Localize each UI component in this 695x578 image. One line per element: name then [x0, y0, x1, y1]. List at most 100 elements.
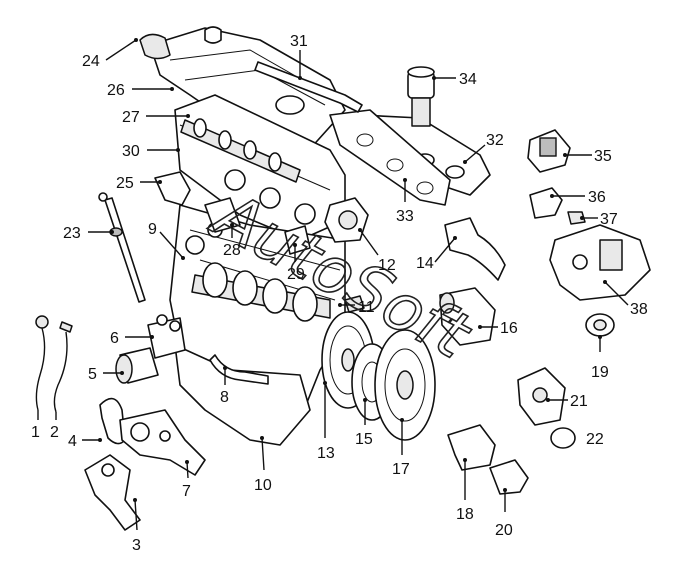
svg-text:10: 10 [254, 477, 272, 494]
sensor-with-wire-1 [35, 315, 49, 411]
callout-17: 17 [392, 418, 410, 478]
callout-19: 19 [591, 335, 609, 381]
sensor-29 [284, 225, 311, 255]
callout-6: 6 [110, 330, 154, 347]
callout-7: 7 [182, 460, 191, 500]
callout-16: 16 [478, 320, 518, 337]
svg-text:3: 3 [132, 537, 141, 554]
starter-motor [439, 287, 496, 346]
svg-text:25: 25 [116, 175, 134, 192]
callouts: 1 2 3 4 5 6 7 [31, 33, 648, 554]
svg-text:20: 20 [495, 522, 513, 539]
callout-34: 34 [432, 71, 477, 88]
callout-20: 20 [495, 488, 513, 539]
plug-37 [567, 211, 586, 225]
cylinder-head-cover [139, 26, 346, 161]
camshaft [180, 118, 301, 183]
oil-sump [174, 344, 311, 446]
water-hose [444, 217, 506, 281]
bushing-22 [550, 427, 576, 449]
vacuum-pump [324, 197, 369, 243]
svg-text:17: 17 [392, 461, 410, 478]
callout-31: 31 [290, 33, 308, 80]
svg-text:2: 2 [50, 424, 59, 441]
callout-23: 23 [63, 225, 114, 242]
callout-1: 1 [31, 410, 40, 441]
crankshaft [191, 262, 331, 322]
callout-30: 30 [122, 143, 180, 160]
callout-10: 10 [254, 436, 272, 494]
callout-22: 22 [586, 431, 604, 448]
svg-text:4: 4 [68, 433, 77, 450]
control-module [527, 129, 571, 173]
callout-21: 21 [546, 393, 588, 410]
breather-pipe [209, 354, 269, 385]
svg-text:11: 11 [358, 299, 375, 316]
bracket-18 [447, 424, 496, 471]
callout-9: 9 [148, 221, 185, 260]
svg-text:35: 35 [594, 148, 612, 165]
callout-27: 27 [122, 109, 190, 126]
svg-text:36: 36 [588, 189, 606, 206]
svg-text:30: 30 [122, 143, 140, 160]
svg-text:24: 24 [82, 53, 100, 70]
callout-25: 25 [116, 175, 162, 192]
plug-11 [344, 295, 365, 313]
svg-text:21: 21 [570, 393, 588, 410]
coolant-housing [549, 224, 651, 301]
callout-37: 37 [580, 211, 618, 228]
clutch-pressure-plate [374, 329, 436, 441]
callout-29: 29 [287, 243, 305, 283]
sensor-20 [489, 459, 529, 495]
oil-pump [119, 409, 206, 476]
svg-text:9: 9 [148, 221, 157, 238]
callout-38: 38 [603, 280, 648, 318]
svg-text:28: 28 [223, 242, 241, 259]
callout-4: 4 [68, 433, 102, 450]
water-pump [84, 454, 141, 531]
cylinder-head [174, 94, 346, 241]
svg-text:15: 15 [355, 431, 373, 448]
svg-text:1: 1 [31, 424, 40, 441]
callout-3: 3 [132, 498, 141, 554]
callout-5: 5 [88, 366, 124, 383]
sensor-36 [529, 187, 563, 219]
callout-35: 35 [563, 148, 612, 165]
callout-24: 24 [82, 38, 138, 70]
callout-33: 33 [396, 178, 414, 225]
svg-text:16: 16 [500, 320, 518, 337]
svg-text:38: 38 [630, 301, 648, 318]
svg-text:27: 27 [122, 109, 140, 126]
svg-text:14: 14 [416, 255, 434, 272]
svg-text:8: 8 [220, 389, 229, 406]
callout-28: 28 [223, 223, 241, 259]
svg-text:13: 13 [317, 445, 335, 462]
svg-text:18: 18 [456, 506, 474, 523]
egr-valve [407, 66, 435, 127]
svg-text:26: 26 [107, 82, 125, 99]
manifold-gasket [329, 109, 451, 206]
svg-text:31: 31 [290, 33, 308, 50]
callout-13: 13 [317, 381, 335, 462]
callout-11: 11 [338, 299, 375, 316]
svg-text:23: 23 [63, 225, 81, 242]
callout-18: 18 [456, 458, 474, 523]
callout-12: 12 [358, 228, 396, 274]
svg-text:6: 6 [110, 330, 119, 347]
bushing [585, 313, 615, 337]
dipstick [98, 192, 146, 303]
engine-mount-21 [517, 367, 566, 426]
callout-2: 2 [50, 412, 59, 441]
callout-26: 26 [107, 82, 174, 99]
callout-8: 8 [220, 366, 229, 406]
callout-32: 32 [463, 132, 504, 164]
svg-text:32: 32 [486, 132, 504, 149]
svg-text:12: 12 [378, 257, 396, 274]
svg-text:34: 34 [459, 71, 477, 88]
callout-14: 14 [416, 236, 457, 272]
coolant-outlet [154, 171, 191, 206]
callout-36: 36 [550, 189, 606, 206]
svg-text:22: 22 [586, 431, 604, 448]
